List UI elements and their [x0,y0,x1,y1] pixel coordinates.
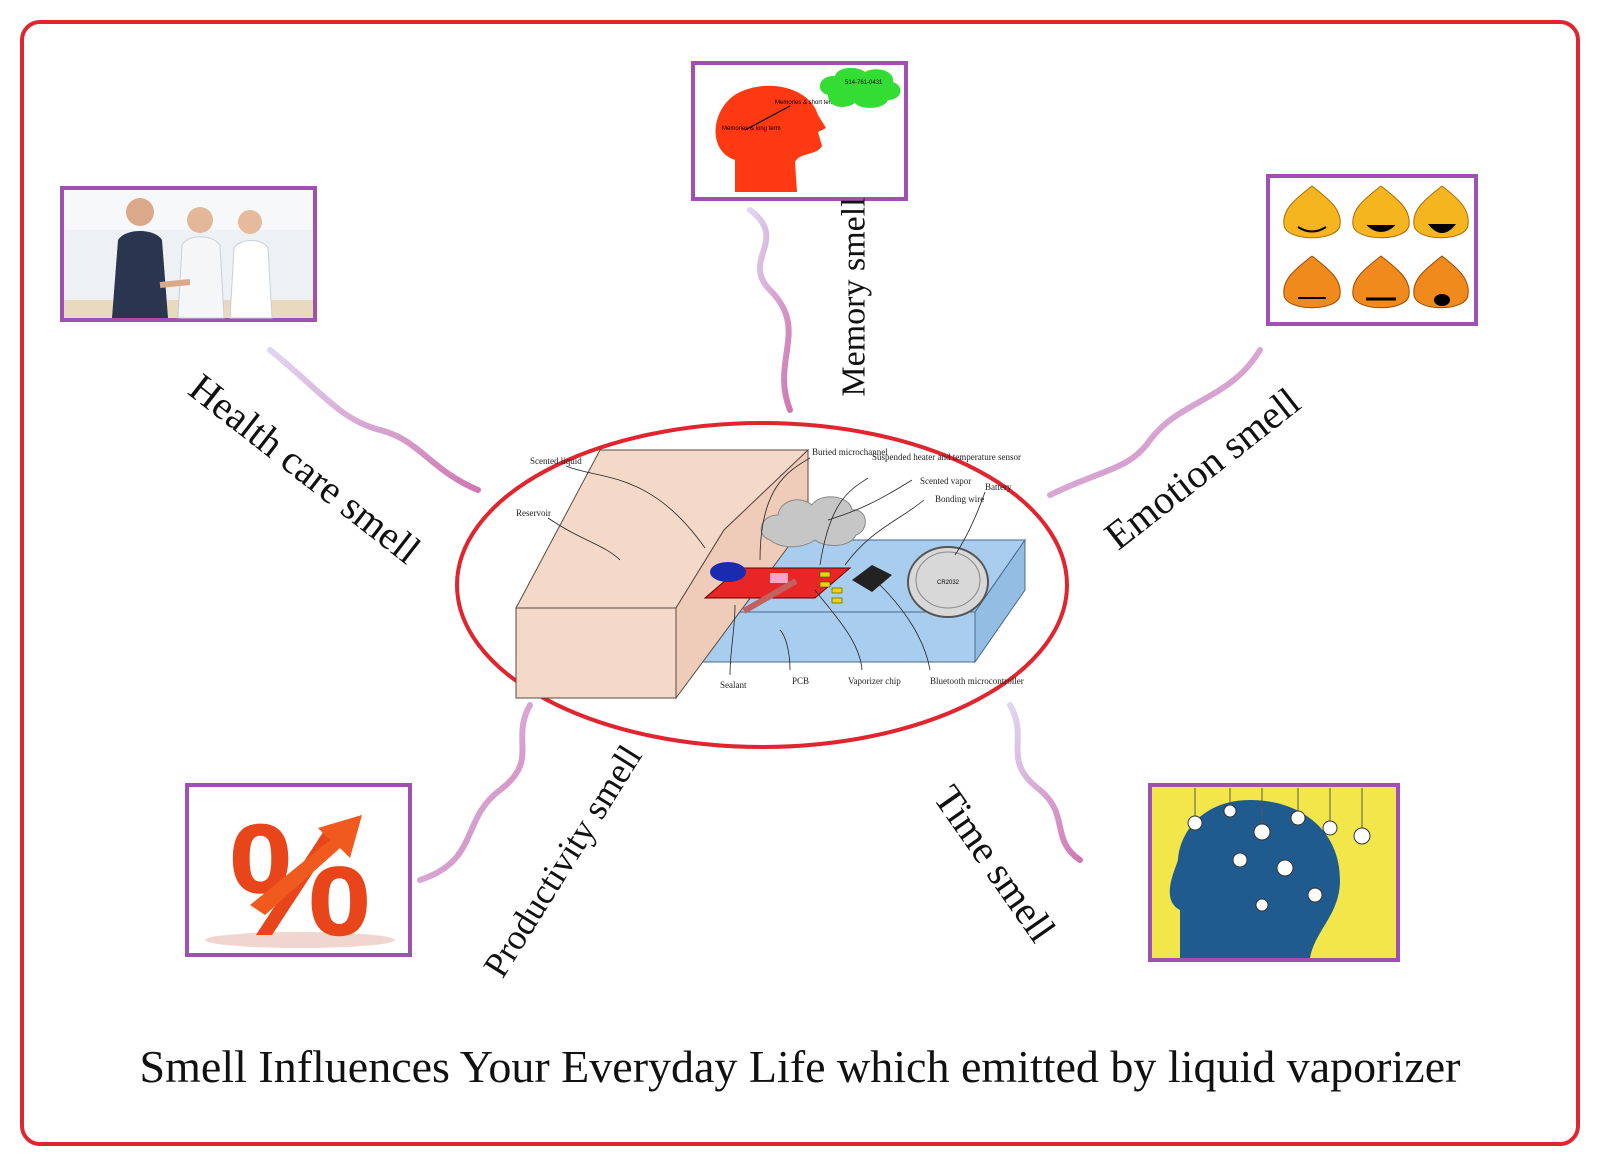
label-pcb: PCB [792,676,809,686]
smoke-productivity [417,702,533,883]
smoke-health [267,347,481,493]
label-vaporizer-chip: Vaporizer chip [848,676,901,686]
label-memory-smell: Memory smell [835,197,873,397]
growth-arrow [250,815,362,915]
smoke-memory [747,207,793,413]
vaporizer-device: CR2032 Scented liquid Reservoir Buried [455,421,1069,749]
diagram-caption: Smell Influences Your Everyday Life whic… [139,1041,1461,1092]
label-battery: Battery [985,482,1012,492]
battery [907,546,989,618]
memory-tile: Memories & long term Memories & short te… [691,61,908,201]
smoke-wisps [267,207,1263,883]
productivity-tile: % [185,783,412,969]
emoji-faces [1283,185,1469,309]
label-scented-vapor: Scented vapor [920,476,971,486]
label-buried-microchannel: Buried microchannel [812,447,888,457]
battery-label: CR2032 [937,580,960,586]
label-sealant: Sealant [720,680,747,690]
smoke-emotion [1047,347,1263,498]
label-bluetooth: Bluetooth microcontroller [930,676,1024,686]
thought-bubble [819,67,901,108]
reservoir-front [515,607,677,699]
bubble-text: 514-761-0431 [845,80,883,86]
head-silhouette [715,85,826,192]
health-tile [60,186,317,322]
blue-head [1169,800,1340,958]
emotion-tile [1266,174,1478,326]
label-bonding-wire: Bonding wire [935,494,984,504]
label-suspended-heater: Suspended heater and temperature sensor [872,452,1021,462]
label-scented-liquid: Scented liquid [530,456,582,466]
clocks [1187,788,1371,912]
vapor-cloud [760,496,866,548]
smoke-time [1007,702,1083,863]
label-reservoir: Reservoir [516,508,551,518]
time-tile [1148,783,1400,962]
long-term-text: Memories & long term [722,126,781,132]
short-term-text: Memories & short terms [775,100,839,106]
outer-frame [20,20,1580,1146]
bluetooth-chip [852,565,892,592]
